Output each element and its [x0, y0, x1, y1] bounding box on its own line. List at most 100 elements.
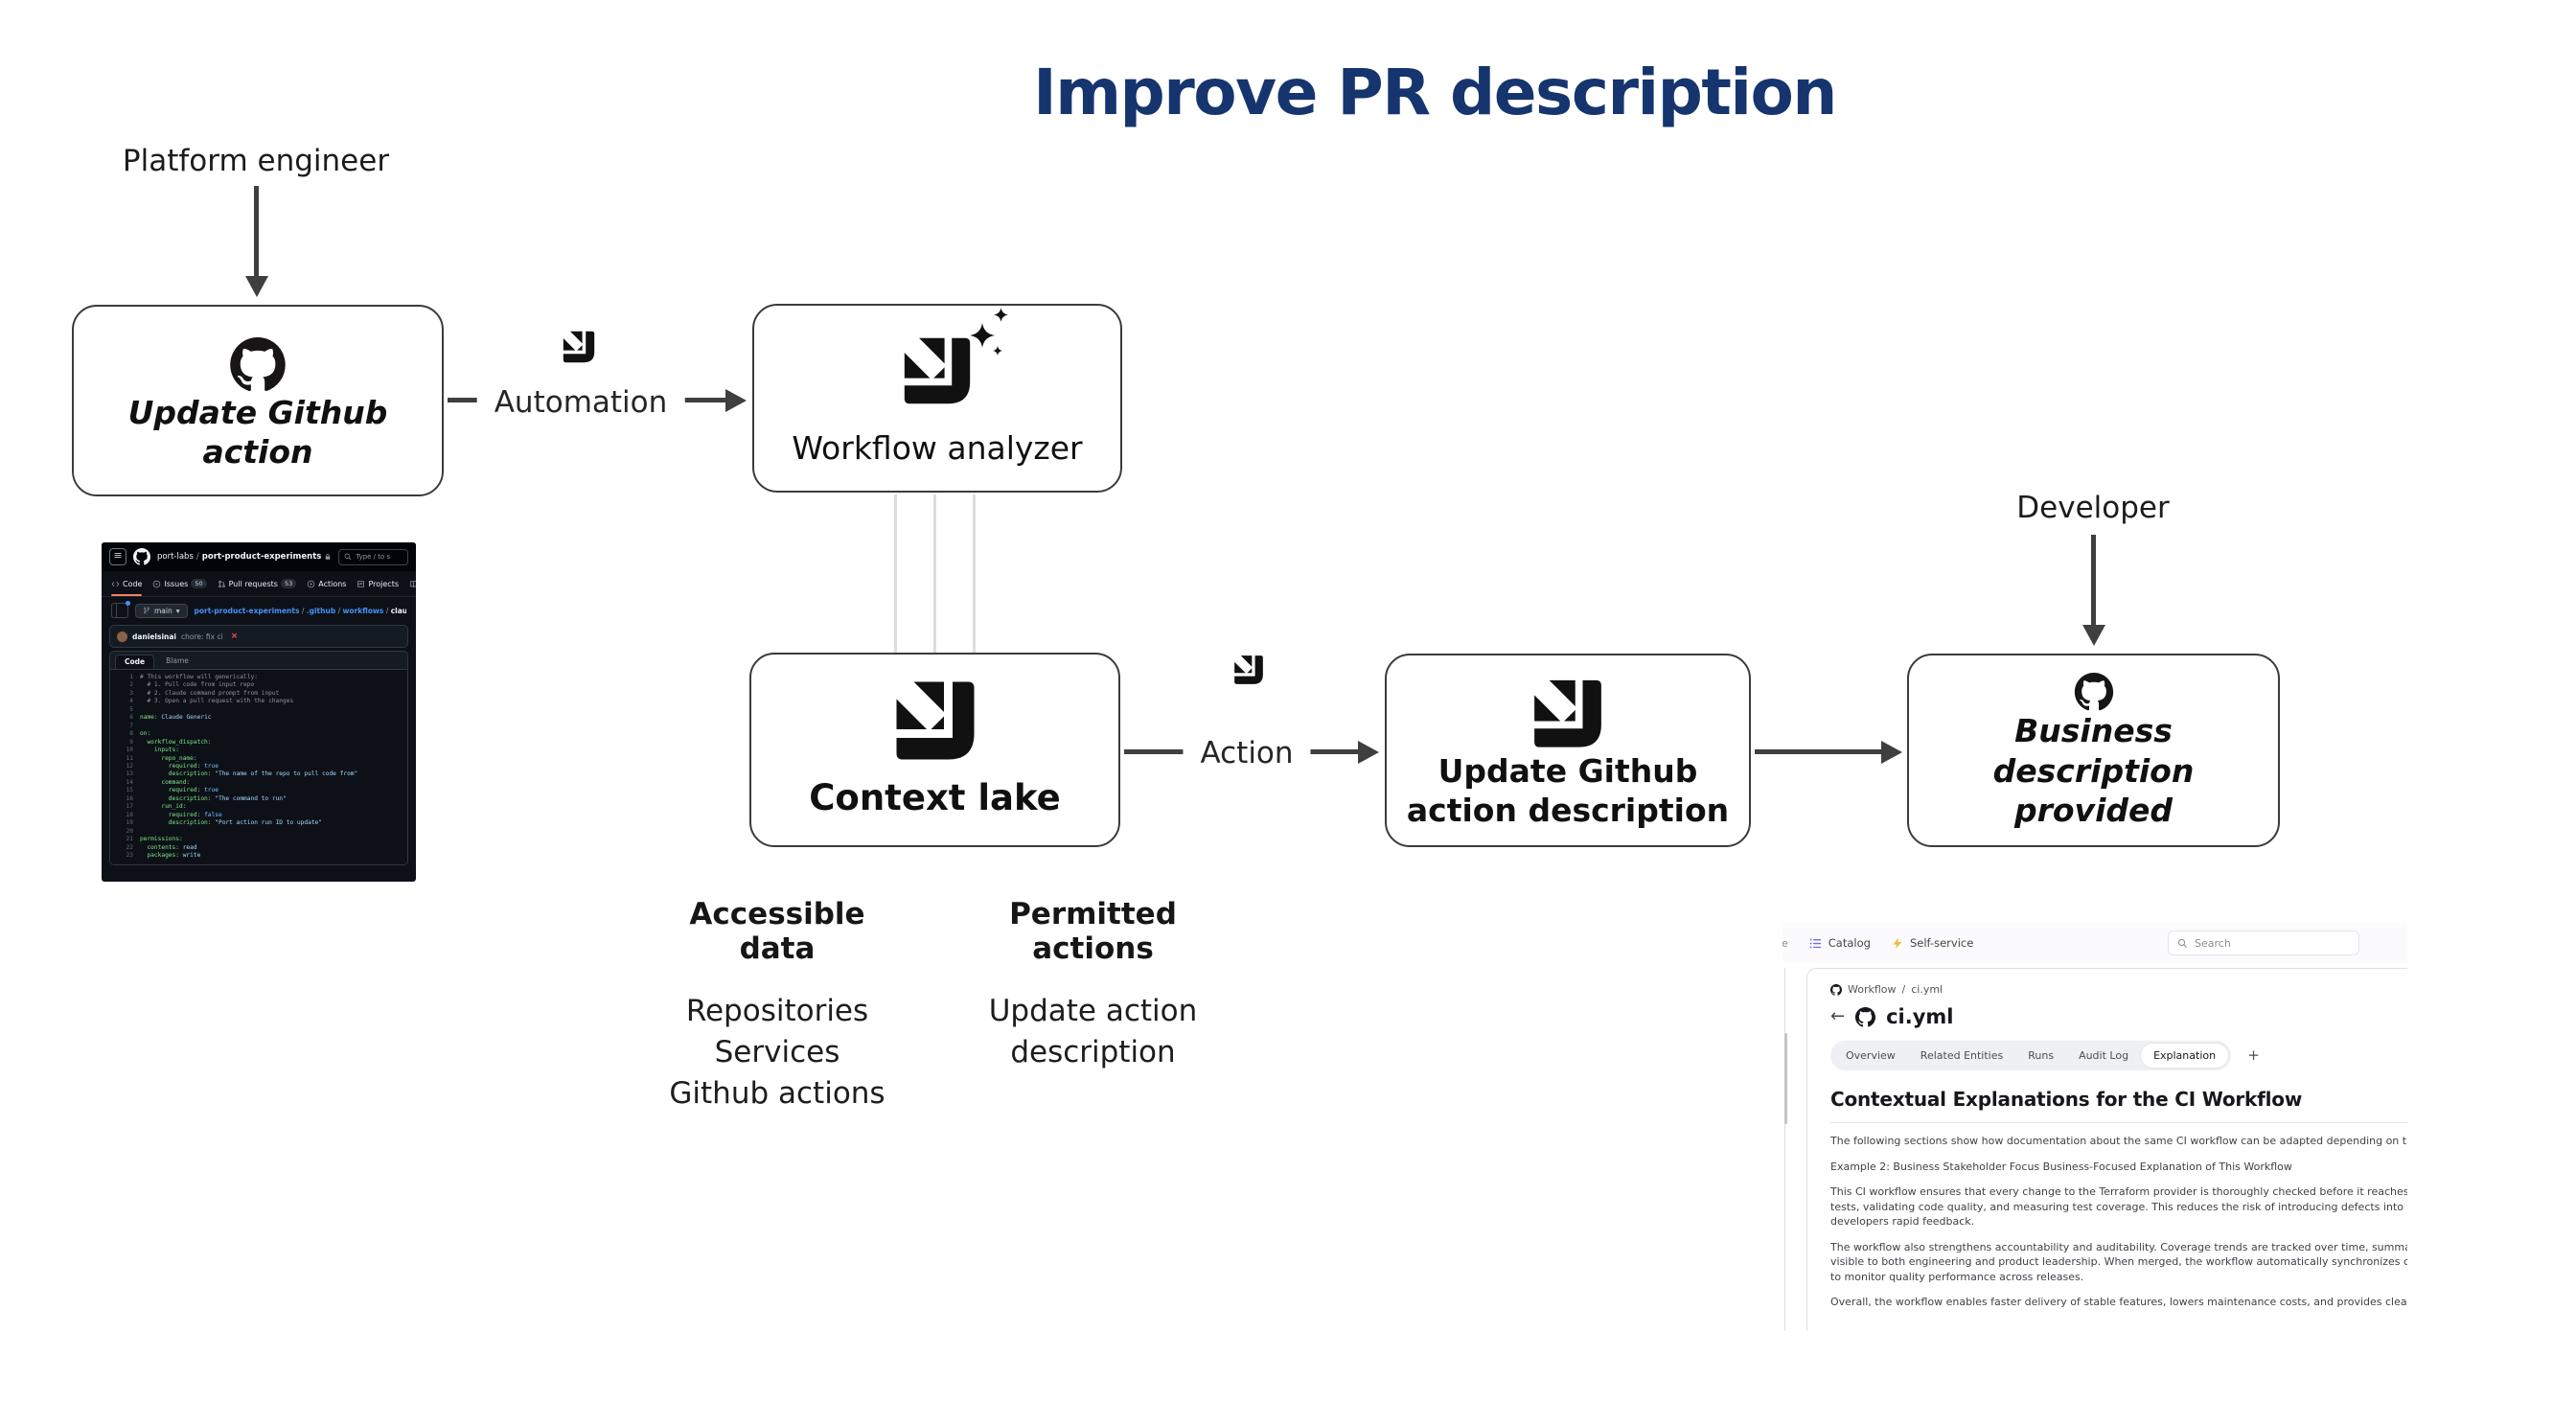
analyzer-lake-connector — [894, 494, 897, 653]
node-workflow-analyzer: Workflow analyzer — [752, 304, 1122, 493]
explanation-paragraph: Overall, the workflow enables faster del… — [1830, 1296, 2407, 1308]
branch-selector-button[interactable]: main ▾ — [135, 603, 188, 618]
repo-name[interactable]: port-product-experiments — [201, 552, 322, 562]
port-logo-icon — [1233, 655, 1265, 686]
tab-code[interactable]: Code — [111, 571, 143, 596]
tab-explanation[interactable]: Explanation — [2141, 1044, 2229, 1068]
node-update-action-description: Update Github action description — [1385, 654, 1751, 847]
nav-item-catalog[interactable]: Catalog — [1809, 936, 1871, 950]
edge-label-action: Action — [1183, 734, 1311, 772]
github-icon — [216, 337, 300, 393]
node-business-description: Business description provided — [1907, 654, 2280, 847]
file-view-tabs: Code Blame — [110, 652, 407, 670]
entity-breadcrumb[interactable]: Workflow / ci.yml — [1830, 983, 2407, 996]
cut-nav-item: e — [1782, 936, 1788, 950]
ci-failed-icon[interactable]: × — [230, 632, 239, 641]
search-placeholder: Type / to s — [356, 553, 391, 561]
node-label: Business description provided — [1992, 712, 2195, 829]
hamburger-menu-icon[interactable]: ≡ — [109, 548, 126, 565]
github-header: ≡ port-labs / port-product-experiments T… — [102, 542, 416, 571]
column-header: Permitted actions — [1009, 897, 1177, 966]
code-block: 1# This workflow will generically:2 # 1.… — [110, 670, 407, 865]
catalog-list-icon — [1809, 938, 1821, 948]
node-label: Workflow analyzer — [792, 428, 1083, 467]
sidebar-panel-icon[interactable] — [111, 601, 130, 618]
github-icon — [2053, 673, 2135, 711]
latest-commit-row: danielsinai chore: fix ci × — [109, 625, 408, 648]
github-logo-icon[interactable] — [133, 548, 150, 565]
page-title: Improve PR description — [1033, 56, 1837, 129]
divider — [1830, 1122, 2407, 1123]
sparkle-icon — [994, 308, 1008, 322]
code-line: 13 description: "The name of the repo to… — [126, 770, 358, 778]
code-line: 1# This workflow will generically: — [129, 674, 258, 680]
explanation-paragraph: The workflow also strengthens accountabi… — [1830, 1240, 2407, 1283]
port-logo-icon — [562, 330, 596, 364]
code-line: 10 inputs: — [126, 747, 179, 754]
actor-developer: Developer — [2016, 491, 2170, 525]
entity-tabs: Overview Related Entities Runs Audit Log… — [1830, 1041, 2232, 1070]
code-line: 12 required: true — [126, 762, 218, 770]
tab-pull-requests[interactable]: Pull requests 53 — [218, 571, 297, 596]
code-line: 19 description: "Port action run ID to u… — [126, 819, 322, 827]
commit-message[interactable]: chore: fix ci — [181, 632, 223, 641]
code-line: 22 contents: read — [126, 843, 197, 851]
port-search-input[interactable]: Search — [2168, 931, 2359, 955]
page-edge-line — [1784, 968, 1785, 1331]
repo-breadcrumb[interactable]: port-labs / port-product-experiments — [157, 552, 332, 562]
node-context-lake: Context lake — [749, 653, 1120, 847]
avatar[interactable] — [117, 631, 127, 642]
port-logo-icon — [892, 678, 978, 764]
add-tab-button[interactable]: + — [2247, 1046, 2260, 1064]
tab-blame-view[interactable]: Blame — [166, 656, 189, 665]
github-search-input[interactable]: Type / to s — [338, 548, 408, 565]
column-header: Accessible data — [689, 897, 865, 966]
projects-icon — [357, 580, 365, 587]
code-line: 9 workflow_dispatch: — [129, 738, 212, 746]
accessible-data-item: Github actions — [669, 1076, 886, 1111]
explanation-paragraph: Example 2: Business Stakeholder Focus Bu… — [1830, 1160, 2292, 1173]
tab-actions[interactable]: Actions — [307, 571, 346, 596]
code-line: 18 required: false — [126, 811, 222, 818]
current-file-name: claude-generic.yam — [390, 606, 406, 615]
lock-icon — [326, 554, 331, 560]
port-logo-icon — [1529, 677, 1607, 751]
scrollbar[interactable] — [1784, 1033, 1787, 1124]
tab-related-entities[interactable]: Related Entities — [1920, 1049, 2004, 1062]
code-line: 14 command: — [126, 778, 191, 786]
org-name[interactable]: port-labs — [157, 552, 194, 562]
nav-item-self-service[interactable]: Self-service — [1892, 936, 1973, 950]
tab-projects[interactable]: Projects — [356, 571, 399, 596]
analyzer-lake-connector — [973, 494, 976, 653]
breadcrumb-separator: / — [196, 552, 199, 562]
search-icon — [2177, 938, 2187, 948]
issue-icon — [153, 580, 161, 587]
node-label: Context lake — [809, 776, 1061, 818]
pr-count-badge: 53 — [280, 579, 297, 588]
tab-overview[interactable]: Overview — [1846, 1049, 1896, 1062]
code-line: 2 # 1. Pull code from input repo — [129, 681, 255, 689]
accessible-data-item: Services — [714, 1035, 840, 1069]
github-file-nav: main ▾ port-product-experiments / .githu… — [102, 597, 416, 622]
tab-code-view[interactable]: Code — [115, 655, 155, 669]
back-arrow-icon[interactable]: ← — [1830, 1006, 1846, 1026]
wiki-icon — [410, 580, 416, 587]
branch-icon — [144, 607, 150, 614]
permitted-actions-item: Update action description — [988, 994, 1198, 1069]
explanation-paragraph: The following sections show how document… — [1830, 1135, 2407, 1147]
accessible-data-item: Repositories — [685, 994, 869, 1028]
tab-issues[interactable]: Issues 50 — [152, 571, 207, 596]
node-update-github-action: Update Github action — [72, 305, 444, 496]
tab-wiki[interactable]: Wiki — [409, 571, 416, 596]
explanation-paragraph: This CI workflow ensures that every chan… — [1830, 1185, 2407, 1228]
code-line: 3 # 2. Claude command prompt from input — [129, 689, 280, 697]
commit-author[interactable]: danielsinai — [132, 632, 177, 641]
tab-runs[interactable]: Runs — [2028, 1049, 2055, 1062]
tab-audit-log[interactable]: Audit Log — [2079, 1049, 2129, 1062]
sparkle-icon — [970, 323, 995, 348]
file-path-breadcrumb[interactable]: port-product-experiments / .github / wor… — [195, 607, 406, 615]
code-icon — [111, 581, 120, 586]
github-screenshot: ≡ port-labs / port-product-experiments T… — [102, 542, 416, 882]
